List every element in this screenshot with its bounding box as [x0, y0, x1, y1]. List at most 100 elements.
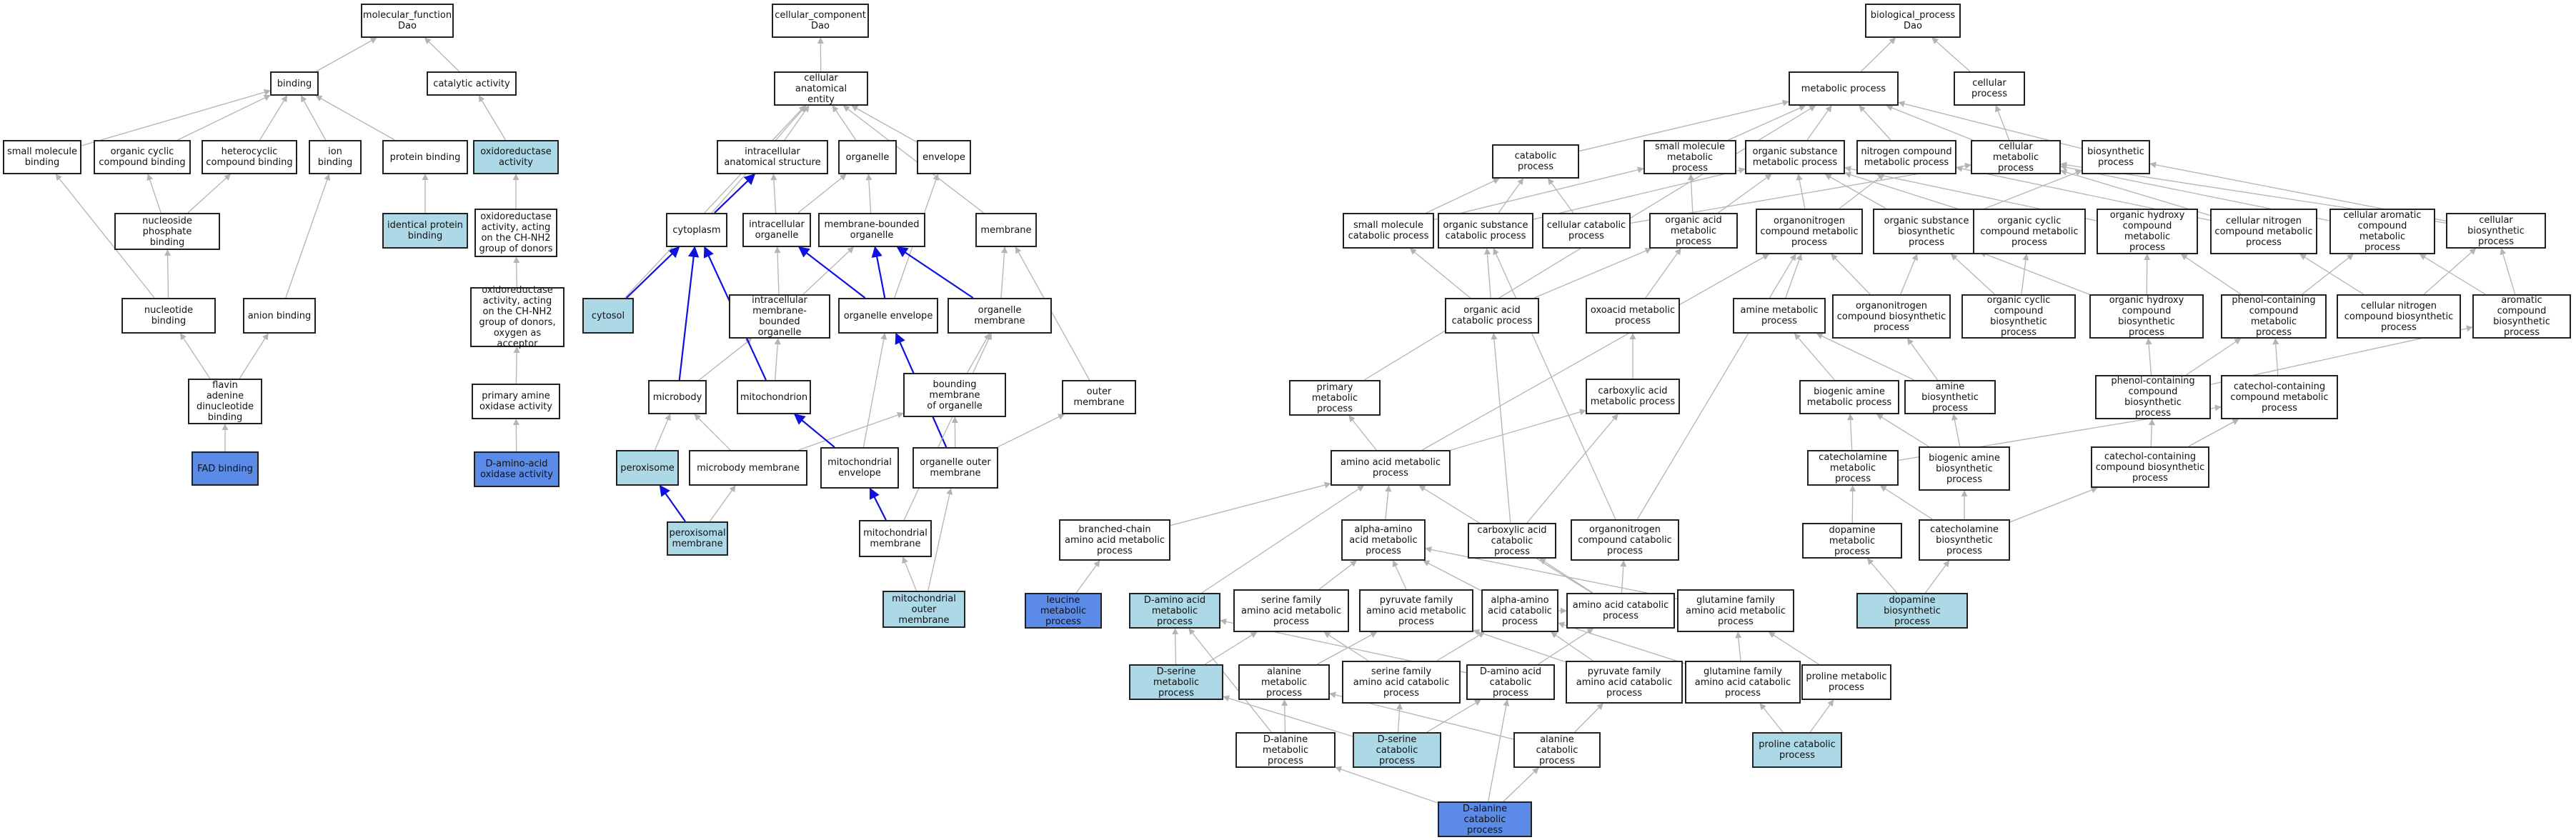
node-pyruvate-fam-cat[interactable]: pyruvate family amino acid catabolic pro… [1566, 661, 1683, 704]
node-d-amino-met[interactable]: D-amino acid metabolic process [1129, 593, 1220, 629]
node-nucleotide-binding[interactable]: nucleotide binding [121, 298, 216, 334]
node-catalytic[interactable]: catalytic activity [427, 71, 517, 96]
node-anion-binding[interactable]: anion binding [243, 298, 316, 334]
node-d-alanine-met[interactable]: D-alanine metabolic process [1235, 732, 1336, 768]
node-organonitrogen-cat[interactable]: organonitrogen compound catabolic proces… [1571, 519, 1679, 561]
node-catechol-met[interactable]: catechol-containing compound metabolic p… [2221, 375, 2338, 419]
node-intracell-org[interactable]: intracellular organelle [742, 213, 811, 247]
node-serine-fam-cat[interactable]: serine family amino acid catabolic proce… [1342, 661, 1461, 704]
node-org-acid-met[interactable]: organic acid metabolic process [1649, 213, 1738, 249]
node-org-sub-met[interactable]: organic substance metabolic process [1745, 140, 1845, 174]
node-dopamine-met[interactable]: dopamine metabolic process [1802, 523, 1902, 559]
node-daao-activity[interactable]: D-amino-acid oxidase activity [474, 451, 560, 487]
node-cell-nitrogen-bio[interactable]: cellular nitrogen compound biosynthetic … [2337, 294, 2461, 339]
node-intracell-mem-org[interactable]: intracellular membrane-bounded organelle [729, 294, 830, 339]
node-org-cyclic-bio[interactable]: organic cyclic compound biosynthetic pro… [1961, 294, 2076, 339]
node-alpha-amino-cat[interactable]: alpha-amino acid catabolic process [1481, 589, 1558, 632]
node-mito-mem[interactable]: mitochondrial membrane [859, 520, 932, 557]
node-glutamine-fam-cat[interactable]: glutamine family amino acid catabolic pr… [1685, 661, 1801, 704]
node-phenol-met[interactable]: phenol-containing compound metabolic pro… [2221, 294, 2327, 339]
node-oxido-ch-nh2[interactable]: oxidoreductase activity, acting on the C… [474, 209, 557, 257]
node-alanine-cat[interactable]: alanine catabolic process [1513, 732, 1601, 768]
node-nitrogen-met[interactable]: nitrogen compound metabolic process [1856, 140, 1956, 174]
node-cellular-process[interactable]: cellular process [1954, 71, 2025, 106]
node-identical-protein[interactable]: identical protein binding [382, 213, 468, 249]
node-org-outer-mem[interactable]: organelle outer membrane [912, 447, 998, 489]
node-cell-met[interactable]: cellular metabolic process [1971, 140, 2061, 174]
node-small-mol-met[interactable]: small molecule metabolic process [1643, 140, 1736, 174]
node-proline-met[interactable]: proline metabolic process [1801, 664, 1891, 700]
node-glutamine-fam-met[interactable]: glutamine family amino acid metabolic pr… [1677, 589, 1794, 632]
node-carboxylic-met[interactable]: carboxylic acid metabolic process [1586, 379, 1680, 414]
node-catecholamine-bio[interactable]: catecholamine biosynthetic process [1919, 519, 2010, 561]
node-biogenic-amine-bio[interactable]: biogenic amine biosynthetic process [1919, 446, 2010, 491]
node-org-envelope[interactable]: organelle envelope [838, 298, 938, 334]
node-org-membrane[interactable]: organelle membrane [948, 298, 1052, 334]
node-mito-env[interactable]: mitochondrial envelope [820, 447, 899, 489]
node-biosynthetic[interactable]: biosynthetic process [2082, 140, 2150, 174]
node-envelope[interactable]: envelope [917, 140, 971, 174]
node-ion-binding[interactable]: ion binding [309, 140, 362, 174]
node-org-cyclic-binding[interactable]: organic cyclic compound binding [94, 140, 191, 174]
node-binding[interactable]: binding [270, 71, 319, 96]
node-org-acid-cat[interactable]: organic acid catabolic process [1445, 298, 1539, 334]
node-d-alanine-cat[interactable]: D-alanine catabolic process [1438, 801, 1532, 837]
node-org-hydroxy-bio[interactable]: organic hydroxy compound biosynthetic pr… [2089, 294, 2204, 339]
node-catechol-bio[interactable]: catechol-containing compound biosyntheti… [2091, 446, 2209, 488]
node-protein-binding[interactable]: protein binding [382, 140, 468, 174]
node-org-hydroxy-met[interactable]: organic hydroxy compound metabolic proce… [2097, 209, 2198, 254]
node-bounding-mem[interactable]: bounding membrane of organelle [903, 373, 1006, 417]
node-oxidoreductase[interactable]: oxidoreductase activity [473, 140, 559, 174]
node-branched-chain[interactable]: branched-chain amino acid metabolic proc… [1059, 519, 1170, 561]
node-mem-bound-org[interactable]: membrane-bounded organelle [818, 213, 925, 247]
node-hetero-binding[interactable]: heterocyclic compound binding [202, 140, 297, 174]
node-mito-outer-mem[interactable]: mitochondrial outer membrane [882, 591, 965, 628]
node-membrane[interactable]: membrane [975, 213, 1037, 247]
node-mitochondrion[interactable]: mitochondrion [737, 380, 811, 414]
node-d-serine-met[interactable]: D-serine metabolic process [1129, 664, 1223, 700]
node-primary-amine-ox[interactable]: primary amine oxidase activity [472, 384, 560, 419]
node-amino-acid-cat[interactable]: amino acid catabolic process [1566, 593, 1675, 629]
node-microbody-mem[interactable]: microbody membrane [689, 450, 807, 486]
node-proline-cat[interactable]: proline catabolic process [1752, 732, 1842, 768]
node-pyruvate-fam-met[interactable]: pyruvate family amino acid metabolic pro… [1359, 589, 1473, 632]
node-leucine-met[interactable]: leucine metabolic process [1025, 593, 1102, 629]
node-fad-binding[interactable]: FAD binding [192, 451, 259, 486]
node-catecholamine-met[interactable]: catecholamine metabolic process [1807, 450, 1899, 486]
node-cell-bio[interactable]: cellular biosynthetic process [2446, 213, 2546, 249]
node-dopamine-bio[interactable]: dopamine biosynthetic process [1856, 593, 1968, 629]
node-fad-dinuc[interactable]: flavin adenine dinucleotide binding [188, 379, 262, 424]
node-catabolic[interactable]: catabolic process [1492, 144, 1579, 179]
node-alanine-met[interactable]: alanine metabolic process [1238, 664, 1330, 700]
node-d-amino-cat[interactable]: D-amino acid catabolic process [1466, 664, 1555, 700]
node-small-mol-binding[interactable]: small molecule binding [3, 140, 81, 174]
node-org-sub-bio[interactable]: organic substance biosynthetic process [1873, 209, 1980, 254]
node-oxoacid-met[interactable]: oxoacid metabolic process [1586, 298, 1680, 334]
node-cytosol[interactable]: cytosol [582, 298, 634, 334]
node-intracell-struct[interactable]: intracellular anatomical structure [717, 140, 828, 174]
node-org-sub-cat[interactable]: organic substance catabolic process [1438, 213, 1533, 249]
node-microbody[interactable]: microbody [648, 380, 707, 414]
node-small-mol-cat[interactable]: small molecule catabolic process [1343, 213, 1434, 249]
node-phenol-bio[interactable]: phenol-containing compound biosynthetic … [2095, 375, 2211, 419]
node-organonitrogen-met[interactable]: organonitrogen compound metabolic proces… [1756, 209, 1863, 254]
node-org-cyclic-met[interactable]: organic cyclic compound metabolic proces… [1973, 209, 2086, 254]
node-amine-bio[interactable]: amine biosynthetic process [1904, 380, 1996, 414]
node-serine-fam-met[interactable]: serine family amino acid metabolic proce… [1233, 589, 1349, 632]
node-primary-met[interactable]: primary metabolic process [1289, 380, 1381, 416]
node-nucleoside-phos[interactable]: nucleoside phosphate binding [114, 213, 220, 250]
node-carboxylic-cat[interactable]: carboxylic acid catabolic process [1468, 523, 1556, 559]
node-amine-met[interactable]: amine metabolic process [1733, 298, 1826, 334]
node-cell-aromatic-met[interactable]: cellular aromatic compound metabolic pro… [2329, 209, 2435, 254]
node-biogenic-amine-met[interactable]: biogenic amine metabolic process [1799, 380, 1899, 414]
node-bp-dao[interactable]: biological_process Dao [1865, 4, 1961, 38]
node-perox-mem[interactable]: peroxisomal membrane [667, 521, 728, 556]
node-organelle[interactable]: organelle [838, 140, 897, 174]
node-oxido-oxygen[interactable]: oxidoreductase activity, acting on the C… [470, 285, 565, 349]
node-cell-cat[interactable]: cellular catabolic process [1542, 213, 1631, 249]
node-amino-acid-met[interactable]: amino acid metabolic process [1331, 450, 1451, 486]
node-d-serine-cat[interactable]: D-serine catabolic process [1353, 732, 1441, 768]
node-mf-dao[interactable]: molecular_function Dao [361, 4, 454, 38]
node-outer-membrane[interactable]: outer membrane [1062, 380, 1136, 414]
node-aromatic-bio[interactable]: aromatic compound biosynthetic process [2472, 294, 2571, 339]
